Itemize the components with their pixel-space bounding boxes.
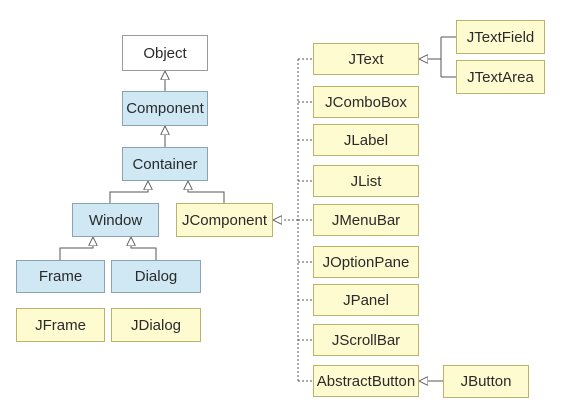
edge-dialog-window [131, 237, 157, 260]
node-jlabel: JLabel [313, 124, 419, 156]
node-jscrollbar: JScrollBar [313, 324, 419, 356]
node-object: Object [122, 35, 208, 71]
node-jcombobox: JComboBox [313, 86, 419, 118]
node-joptionpane: JOptionPane [313, 246, 419, 278]
edge-jcomponent-container [188, 181, 225, 203]
node-jframe: JFrame [16, 308, 105, 342]
edge-frame-window [59, 237, 93, 260]
edge-window-container [109, 181, 148, 203]
node-container: Container [122, 147, 208, 181]
node-jdialog: JDialog [111, 308, 201, 342]
node-jcomponent: JComponent [176, 203, 273, 237]
node-dialog: Dialog [111, 260, 201, 293]
jcomponent-subclass-edges [273, 58, 313, 382]
node-component: Component [122, 91, 208, 126]
node-jtextarea: JTextArea [456, 60, 545, 94]
node-jbutton: JButton [443, 365, 529, 398]
node-frame: Frame [16, 260, 105, 293]
node-jmenubar: JMenuBar [313, 204, 419, 236]
node-abstractbutton: AbstractButton [313, 365, 419, 397]
node-jpanel: JPanel [313, 284, 419, 316]
node-jtext: JText [313, 43, 419, 75]
node-jlist: JList [313, 165, 419, 197]
node-jtextfield: JTextField [456, 20, 545, 54]
node-window: Window [72, 203, 159, 237]
